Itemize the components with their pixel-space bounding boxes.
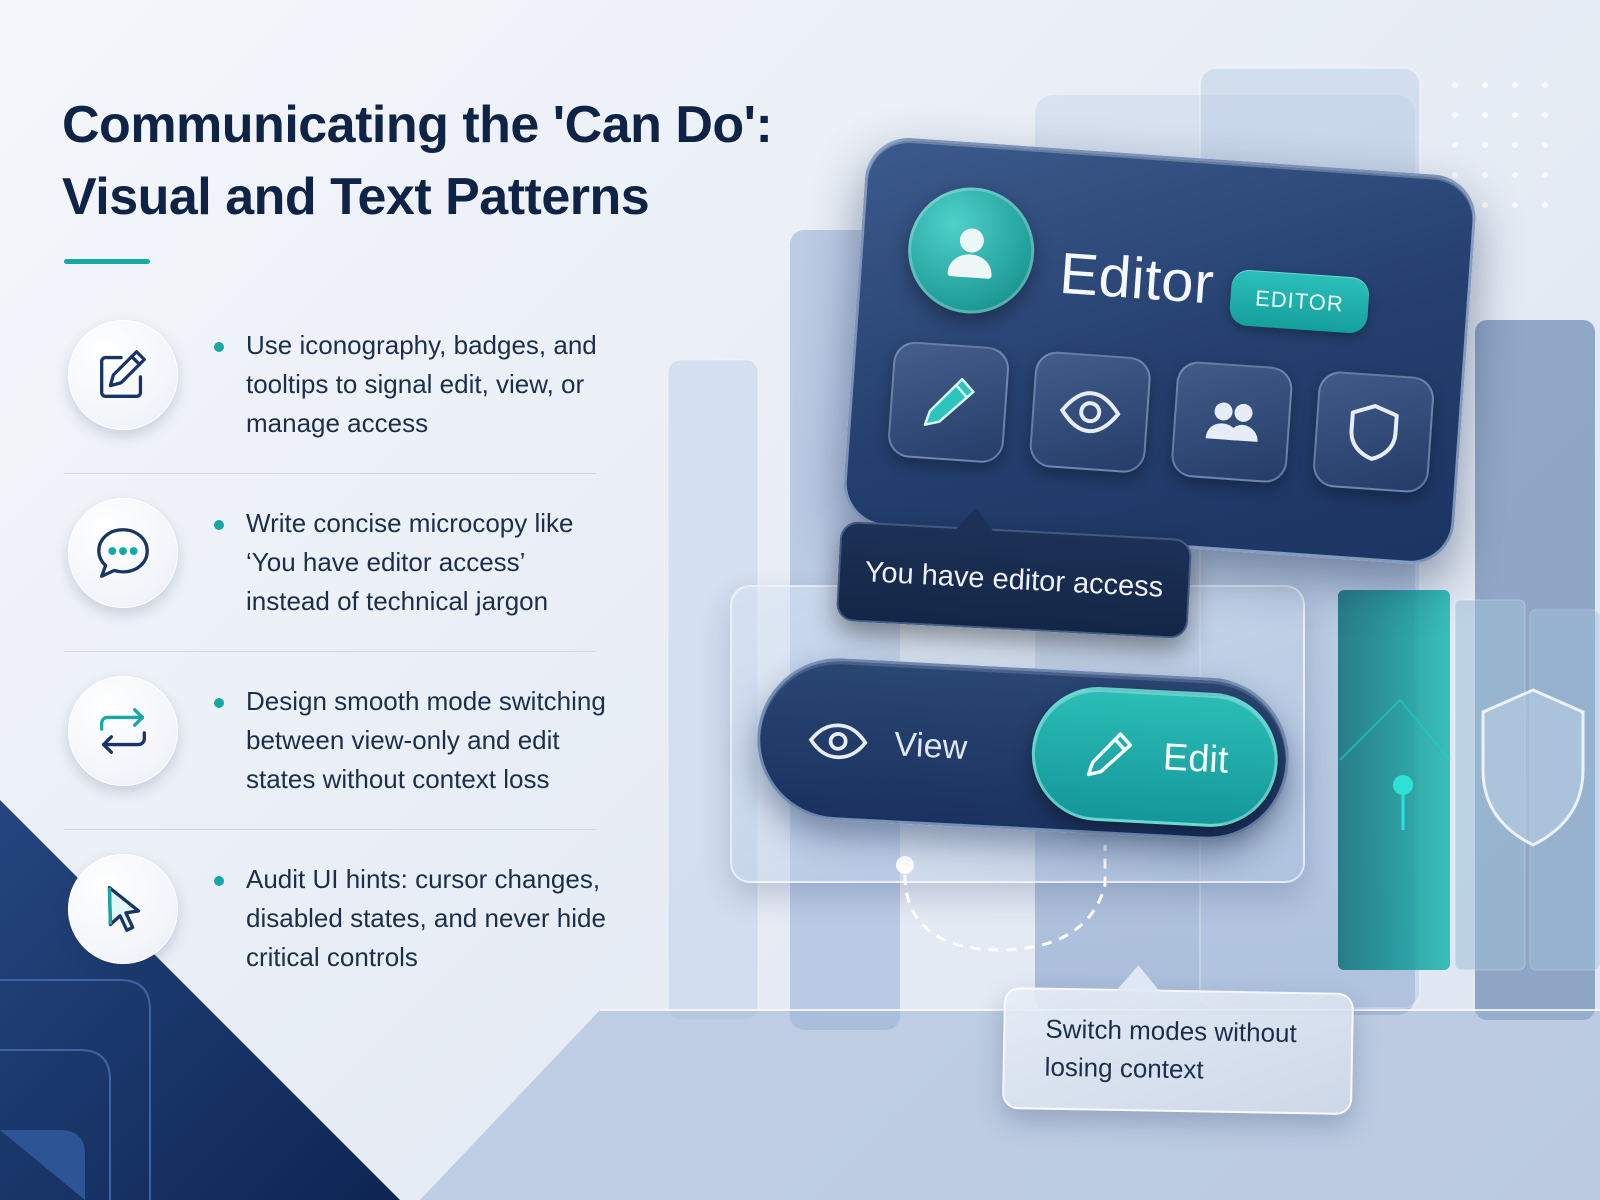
item-text: Write concise microcopy like ‘You have e… — [246, 508, 574, 616]
role-badge: EDITOR — [1228, 268, 1371, 335]
eye-icon — [1059, 391, 1121, 434]
edit-square-icon — [68, 320, 178, 430]
chat-bubble-icon — [68, 498, 178, 608]
bullet-dot — [214, 520, 224, 530]
title-line-2: Visual and Text Patterns — [62, 167, 650, 226]
bullet-dot — [214, 342, 224, 352]
list-item-iconography: Use iconography, badges, and tooltips to… — [64, 296, 597, 474]
edit-label: Edit — [1161, 735, 1230, 782]
title-line-1: Communicating the 'Can Do': — [62, 96, 773, 154]
eye-icon — [808, 723, 868, 760]
list-item-ui-hints: Audit UI hints: cursor changes, disabled… — [64, 830, 606, 1000]
item-text: Use iconography, badges, and tooltips to… — [246, 330, 597, 438]
item-text: Audit UI hints: cursor changes, disabled… — [246, 864, 606, 972]
title-accent-rule — [64, 259, 150, 264]
pencil-icon — [1087, 732, 1133, 777]
divider — [64, 829, 596, 830]
swap-arrows-icon — [68, 676, 178, 786]
switch-modes-tooltip: Switch modes without losing context — [1001, 964, 1355, 1116]
cursor-pointer-icon — [68, 854, 178, 964]
divider — [64, 473, 596, 474]
editor-access-tooltip: You have editor access — [835, 506, 1193, 640]
view-tool-button[interactable] — [1028, 350, 1153, 475]
pencil-icon — [923, 377, 975, 426]
bullet-dot — [214, 876, 224, 886]
tooltip-arrow — [954, 506, 996, 533]
view-mode-option[interactable]: View — [807, 710, 969, 778]
user-avatar-icon — [903, 183, 1039, 318]
list-item-microcopy: Write concise microcopy like ‘You have e… — [64, 474, 596, 652]
bullet-dot — [214, 698, 224, 708]
tooltip-text: You have editor access — [863, 555, 1165, 604]
item-text: Design smooth mode switching between vie… — [246, 686, 606, 794]
shield-icon — [1349, 404, 1399, 461]
view-label: View — [893, 724, 969, 767]
edit-tool-button[interactable] — [886, 340, 1011, 465]
manage-users-button[interactable] — [1169, 360, 1294, 484]
tooltip-text-line-1: Switch modes without — [1045, 1013, 1298, 1049]
divider — [64, 651, 596, 652]
page-title: Communicating the 'Can Do': Visual and T… — [62, 90, 822, 234]
role-title: Editor — [1057, 240, 1217, 317]
editor-role-card: Editor EDITOR — [840, 135, 1479, 567]
list-item-mode-switching: Design smooth mode switching between vie… — [64, 652, 606, 830]
tooltip-text-line-2: losing context — [1044, 1051, 1204, 1085]
connector-line — [896, 845, 1107, 952]
tooltip-arrow — [1116, 964, 1161, 992]
security-tool-button[interactable] — [1311, 370, 1436, 494]
view-edit-toggle[interactable]: View Edit — [753, 654, 1293, 844]
edit-mode-option-active[interactable]: Edit — [1028, 683, 1282, 831]
users-icon — [1205, 402, 1258, 442]
